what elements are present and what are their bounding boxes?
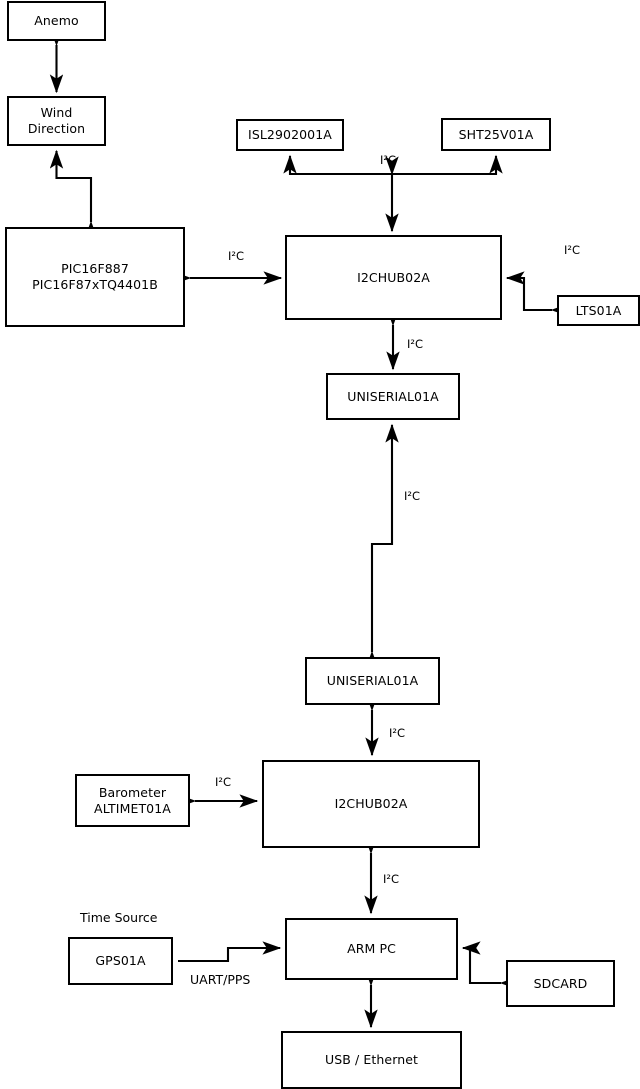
node-sht25v01a-label: SHT25V01A: [458, 126, 534, 142]
node-sdcard[interactable]: SDCARD: [506, 960, 615, 1007]
edge-label-i2c-hub-uniserial: I²C: [407, 337, 424, 351]
node-lts01a[interactable]: LTS01A: [557, 295, 640, 326]
node-anemo-label: Anemo: [34, 13, 79, 28]
edge-label-i2c-pic-hub: I²C: [228, 249, 245, 263]
node-wind-direction[interactable]: Wind Direction: [7, 96, 106, 146]
node-lts01a-label: LTS01A: [575, 302, 622, 318]
node-gps01a-label: GPS01A: [95, 953, 146, 968]
connector-pic-wind: [49, 149, 98, 240]
connector-armpc-sdcard: [461, 941, 519, 990]
node-arm-pc-label: ARM PC: [347, 941, 396, 956]
node-pic-mcu-label: PIC16F887 PIC16F87xTQ4401B: [32, 261, 158, 292]
edge-label-i2c-hub-armpc: I²C: [383, 872, 400, 886]
node-arm-pc[interactable]: ARM PC: [285, 918, 458, 980]
edge-label-uart-pps: UART/PPS: [190, 972, 251, 987]
node-uniserial01a-lower-label: UNISERIAL01A: [326, 673, 419, 688]
node-i2chub02a-top[interactable]: I2CHUB02A: [285, 235, 502, 320]
node-isl2902001a-label: ISL2902001A: [248, 127, 332, 142]
node-usb-ethernet-label: USB / Ethernet: [324, 1052, 419, 1067]
edge-label-i2c-hub-lts: I²C: [564, 243, 581, 257]
connector-bus-isl: [283, 154, 392, 176]
node-pic-mcu[interactable]: PIC16F887 PIC16F87xTQ4401B: [5, 227, 185, 327]
node-gps01a[interactable]: GPS01A: [68, 937, 173, 985]
node-barometer-altimet01a[interactable]: Barometer ALTIMET01A: [75, 774, 190, 827]
node-sdcard-label: SDCARD: [533, 975, 588, 991]
annotation-time-source: Time Source: [80, 910, 158, 925]
node-uniserial01a-lower[interactable]: UNISERIAL01A: [305, 657, 440, 705]
node-isl2902001a[interactable]: ISL2902001A: [236, 119, 344, 151]
connector-gps-armpc: [178, 941, 282, 963]
node-uniserial01a-upper[interactable]: UNISERIAL01A: [326, 373, 460, 420]
edge-label-i2c-uniserial-hub: I²C: [389, 726, 406, 740]
edge-label-i2c-barometer-hub: I²C: [215, 775, 232, 789]
node-uniserial01a-upper-label: UNISERIAL01A: [347, 388, 439, 404]
edge-label-i2c-uniserial-uniserial: I²C: [404, 489, 421, 503]
node-usb-ethernet[interactable]: USB / Ethernet: [281, 1031, 462, 1089]
node-i2chub02a-bottom-label: I2CHUB02A: [334, 796, 408, 811]
connector-hub-top-lts: [505, 271, 570, 317]
connector-uniserial-uniserial: [365, 423, 399, 670]
connector-bus-sht: [392, 154, 503, 176]
node-anemo[interactable]: Anemo: [7, 1, 106, 41]
node-sht25v01a[interactable]: SHT25V01A: [441, 118, 551, 151]
node-wind-direction-label: Wind Direction: [27, 105, 86, 136]
edge-label-i2c-hub-sensors: I²C: [380, 153, 397, 167]
node-barometer-altimet01a-label: Barometer ALTIMET01A: [94, 784, 171, 816]
node-i2chub02a-bottom[interactable]: I2CHUB02A: [262, 760, 480, 848]
node-i2chub02a-top-label: I2CHUB02A: [357, 269, 430, 285]
